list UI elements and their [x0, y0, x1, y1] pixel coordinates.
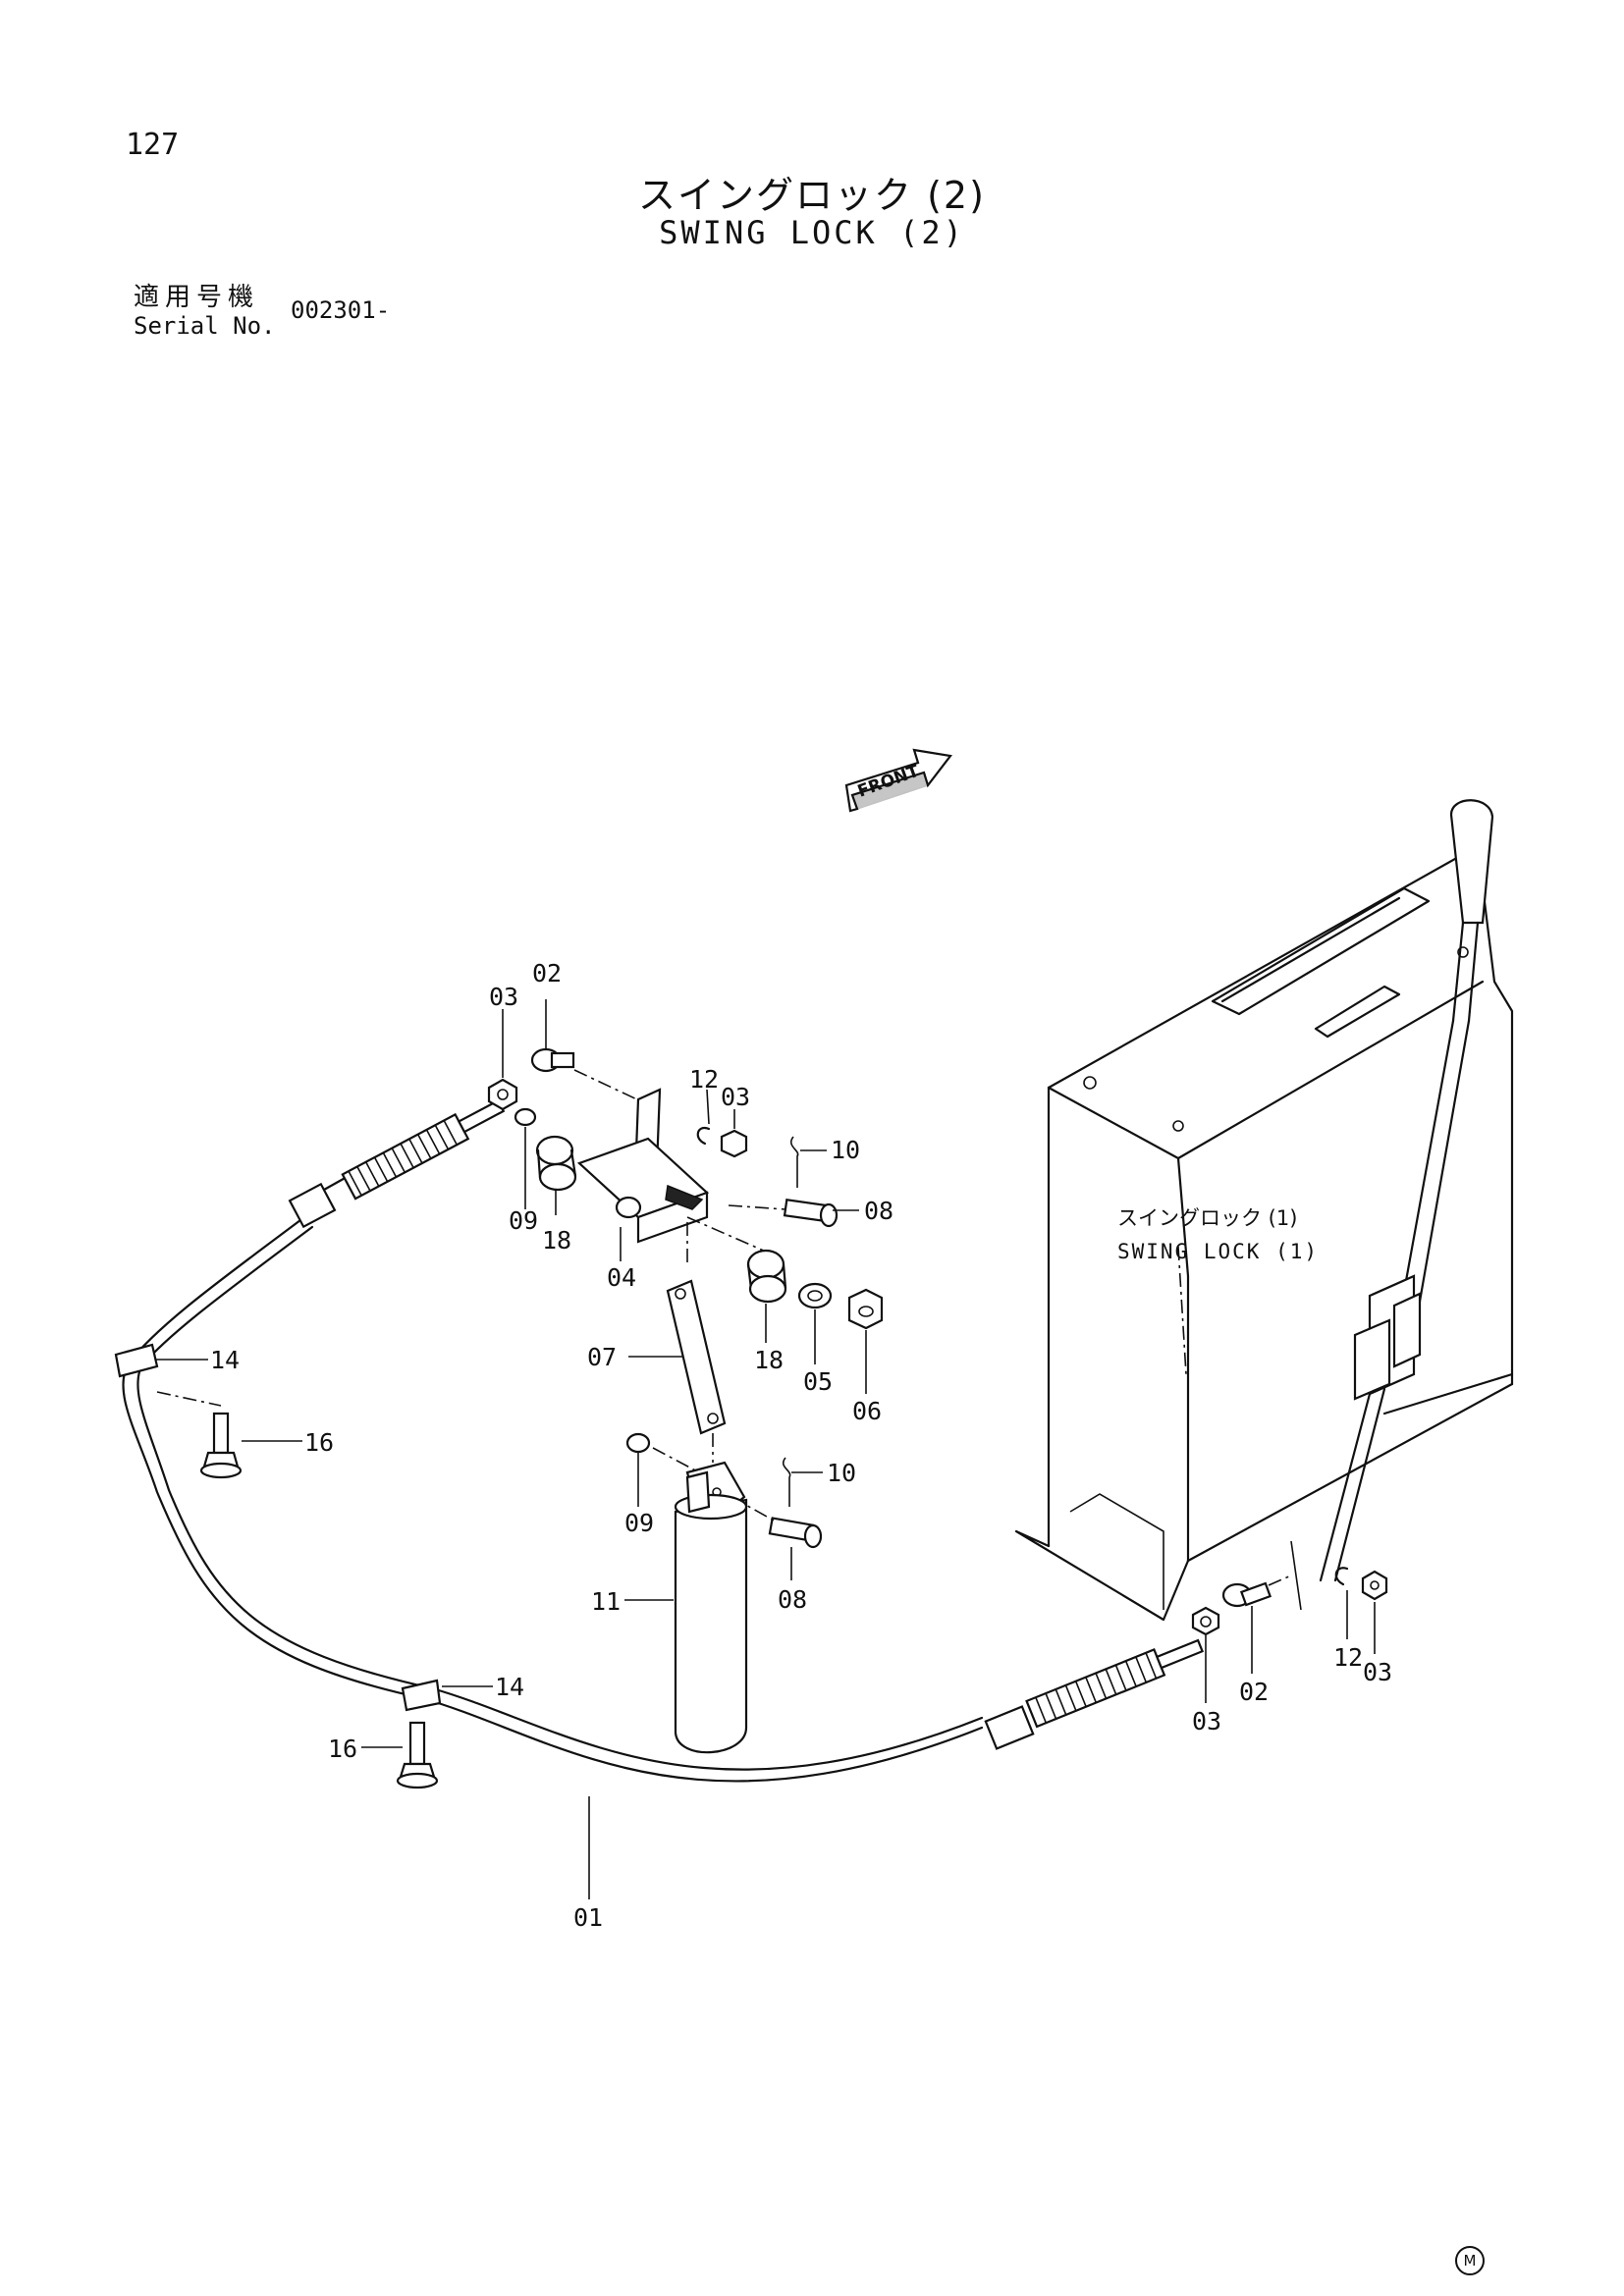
nut-03-lower-left — [1191, 1606, 1220, 1636]
rod-end-02-lower — [1221, 1575, 1292, 1608]
split-pin-10-lower — [783, 1457, 791, 1507]
callout-14: 14 — [210, 1346, 240, 1374]
callout-16: 16 — [328, 1735, 357, 1763]
lever-04 — [576, 1088, 767, 1266]
callout-18: 18 — [754, 1346, 784, 1374]
swing-lock-lever — [1290, 799, 1494, 1611]
page-number: 127 — [126, 128, 180, 162]
collar-18-lower — [746, 1249, 787, 1304]
title-english: SWING LOCK (2) — [659, 214, 965, 251]
washer-09-lower — [625, 1432, 651, 1454]
callout-02: 02 — [1239, 1678, 1269, 1706]
maker-mark: M — [1455, 2246, 1485, 2275]
callout-10: 10 — [831, 1136, 860, 1164]
callout-09: 09 — [509, 1206, 538, 1235]
callout-05: 05 — [803, 1367, 833, 1396]
reference-japanese: スイングロック (1) — [1117, 1206, 1297, 1230]
clamp-14-lower — [401, 1679, 442, 1712]
serial-number-value: 002301- — [291, 296, 391, 324]
callout-10: 10 — [827, 1459, 856, 1487]
rod-end-02-upper — [530, 1047, 659, 1110]
callout-08: 08 — [864, 1197, 893, 1225]
cable-01 — [122, 1215, 984, 1783]
callout-01: 01 — [573, 1903, 603, 1932]
link-07 — [666, 1279, 727, 1463]
nut-03-upper-right — [720, 1129, 748, 1158]
leader-lines — [155, 999, 1376, 1899]
serial-label-japanese: 適用号機 — [134, 283, 260, 312]
callout-06: 06 — [852, 1397, 882, 1425]
nut-03-lower-right — [1361, 1570, 1388, 1601]
callout-03: 03 — [489, 983, 518, 1011]
callout-18: 18 — [542, 1226, 571, 1255]
callout-07: 07 — [587, 1343, 617, 1371]
pin-08-upper — [728, 1199, 839, 1228]
washer-09-upper — [514, 1107, 537, 1127]
cylinder-11 — [674, 1470, 748, 1754]
callout-03: 03 — [1192, 1707, 1221, 1735]
clamp-14-upper — [114, 1343, 159, 1378]
nut-03-upper-left — [487, 1078, 518, 1111]
callout-labels: 03 02 12 03 10 08 09 18 04 07 18 05 06 1… — [210, 959, 1392, 1932]
collar-18-upper — [535, 1135, 577, 1192]
cable-end-upper — [288, 1098, 506, 1229]
callout-02: 02 — [532, 959, 562, 988]
clip-12-upper — [696, 1126, 711, 1146]
bolt-16-upper — [199, 1412, 243, 1479]
callout-04: 04 — [607, 1263, 636, 1292]
callout-08: 08 — [778, 1585, 807, 1614]
nut-06 — [847, 1288, 884, 1330]
split-pin-10-upper — [790, 1136, 799, 1188]
bolt-16-lower — [396, 1721, 439, 1789]
callout-09: 09 — [624, 1509, 654, 1537]
title-japanese: スイングロック (2) — [638, 174, 986, 217]
washer-05 — [797, 1282, 833, 1309]
cable-end-lower — [984, 1638, 1205, 1750]
reference-english: SWING LOCK (1) — [1117, 1240, 1319, 1263]
clip-12-lower — [1334, 1567, 1349, 1586]
front-arrow: FRONT — [844, 748, 952, 813]
callout-03: 03 — [721, 1083, 750, 1111]
control-console — [1014, 844, 1514, 1622]
serial-label-english: Serial No. — [134, 312, 276, 340]
callout-14: 14 — [495, 1673, 524, 1701]
callout-12: 12 — [1333, 1643, 1363, 1672]
callout-11: 11 — [591, 1587, 621, 1616]
callout-03: 03 — [1363, 1658, 1392, 1686]
callout-12: 12 — [689, 1065, 719, 1094]
callout-16: 16 — [304, 1428, 334, 1457]
